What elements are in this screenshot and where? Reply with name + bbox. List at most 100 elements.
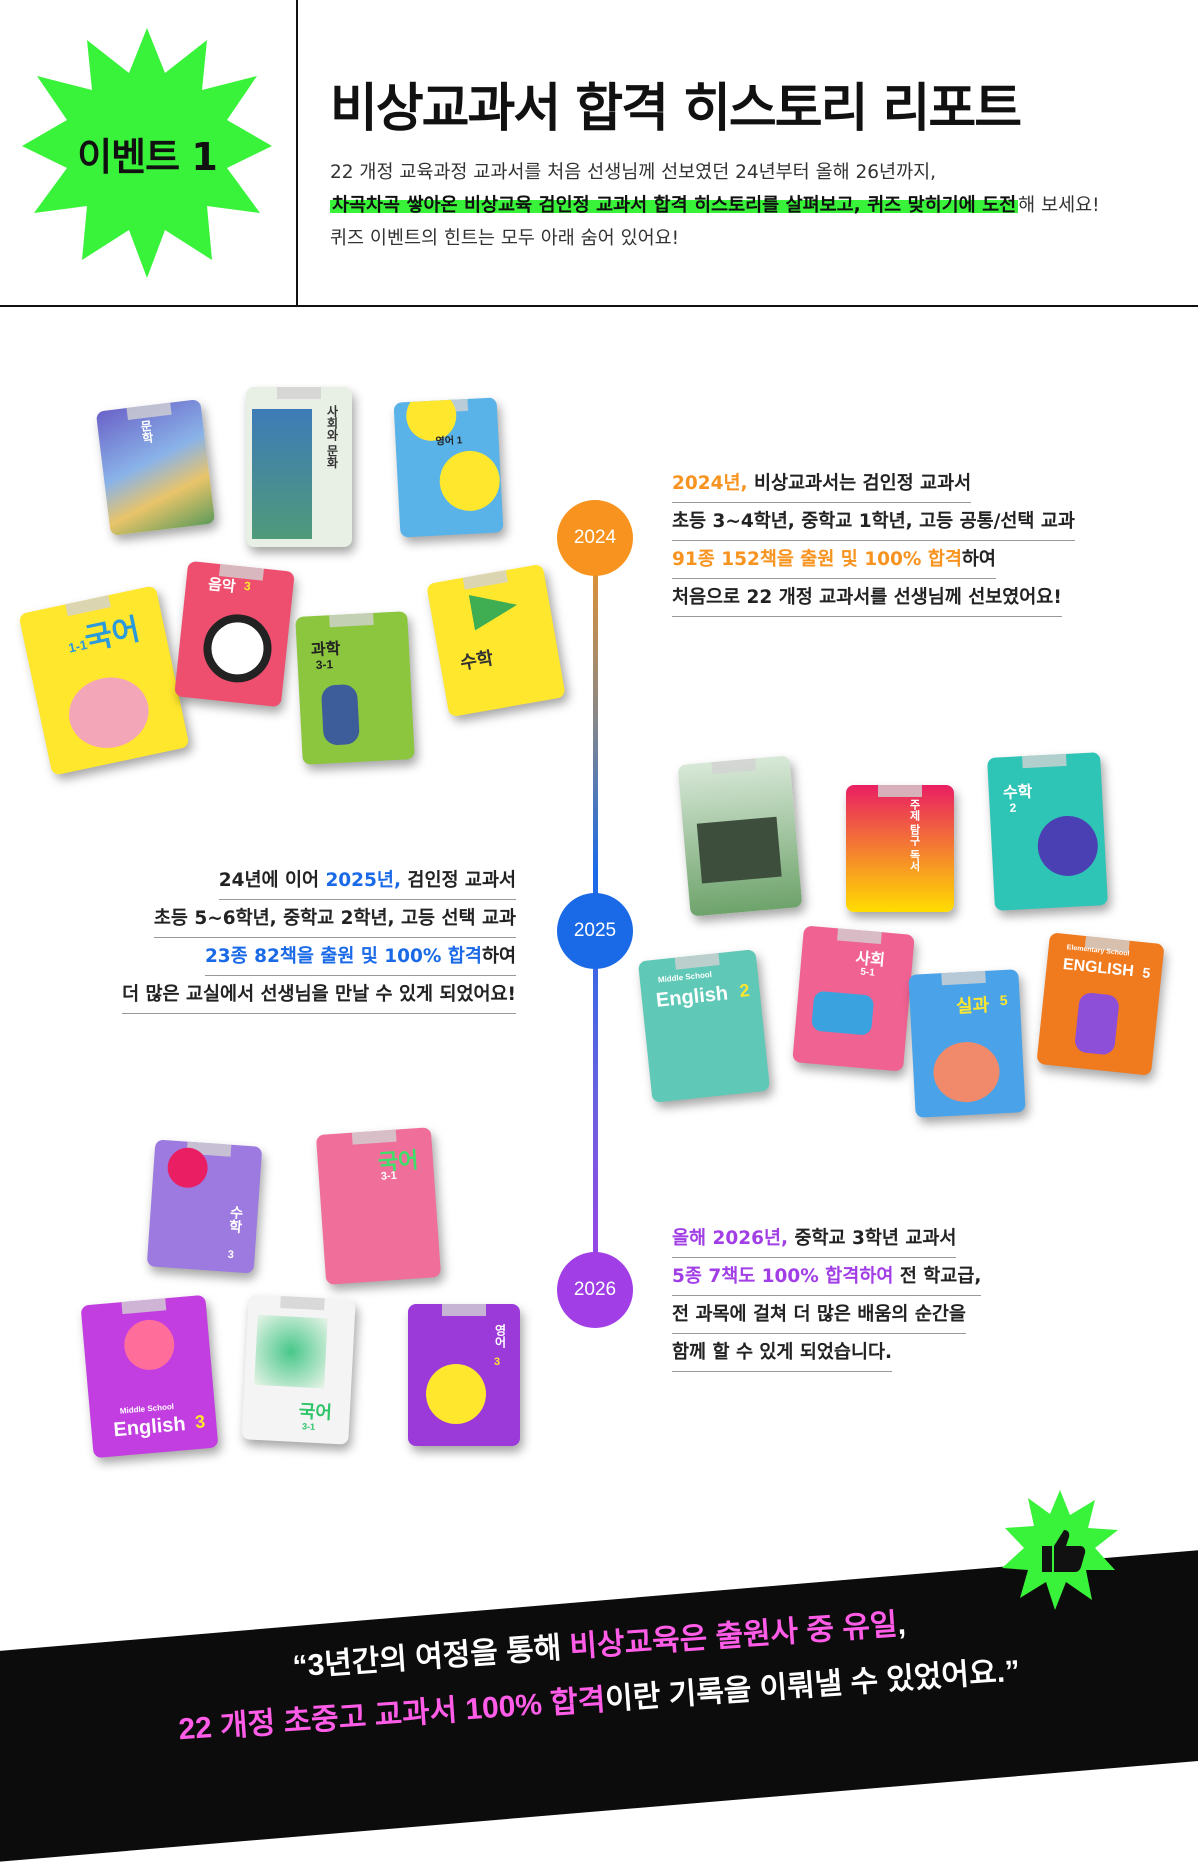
text-2025-l1a: 24년에 이어 [218, 870, 326, 891]
book-deco [1073, 991, 1120, 1056]
book-munhak: 문학 [95, 399, 216, 536]
book-deco [1036, 814, 1100, 878]
book-series-ms2: Middle School [657, 969, 713, 985]
book-dokseo-2: 주제 탐구 독서 [846, 785, 954, 912]
book-title-eumak: 음악 [207, 576, 237, 596]
book-title-gukeo11: 국어 [81, 612, 143, 657]
book-gwahak-3-1: 과학 3-1 [295, 611, 415, 765]
year-node-2025: 2025 [557, 893, 633, 969]
book-gukeo-1-1: 국어 1-1 [18, 585, 190, 776]
book-deco [426, 1364, 486, 1424]
book-title-sahoe: 사회와 문화 [325, 405, 339, 469]
text-2025: 24년에 이어 2025년, 검인정 교과서 초등 5~6학년, 중학교 2학년… [70, 862, 516, 1014]
text-2025-line-4: 더 많은 교실에서 선생님을 만날 수 있게 되었어요! [122, 976, 516, 1014]
intro-line-2: 차곡차곡 쌓아온 비상교육 검인정 교과서 합격 히스토리를 살펴보고, 퀴즈 … [330, 189, 1100, 222]
book-title-suhak: 수학 [458, 647, 495, 674]
year-2026-label: 올해 2026년, [672, 1228, 789, 1249]
book-yeongeo-3: 영어 3 [408, 1304, 520, 1446]
text-2026: 올해 2026년, 중학교 3학년 교과서 5종 7책도 100% 합격하여 전… [672, 1220, 982, 1372]
intro-highlight: 차곡차곡 쌓아온 비상교육 검인정 교과서 합격 히스토리를 살펴보고, 퀴즈 … [330, 195, 1019, 216]
book-deco [438, 449, 502, 513]
book-number-gukeo31b: 3-1 [301, 1421, 316, 1432]
text-2024-line-1: 2024년, 비상교과서는 검인정 교과서 [672, 465, 972, 503]
book-sahoe-munhwa: 사회와 문화 [246, 387, 352, 547]
text-2024-line-3: 91종 152책을 출원 및 100% 합격하여 [672, 541, 996, 579]
book-deco [931, 1040, 1002, 1104]
book-sahoe-5-1: 사회 5-1 [792, 925, 915, 1072]
book-suhak-3: 수학 3 [146, 1139, 263, 1274]
book-deco [320, 683, 360, 746]
book-subtitle-gukeo11: 1-1 [66, 636, 89, 656]
intro-line-1: 22 개정 교육과정 교과서를 처음 선생님께 선보였던 24년부터 올해 26… [330, 162, 936, 183]
quote-1c: , [896, 1607, 907, 1642]
book-number-english3: 3 [194, 1411, 207, 1433]
book-number-suhak3: 3 [227, 1248, 235, 1262]
book-suhak-3-1: 수학 [426, 563, 566, 718]
book-title-suhak2: 수학 [1002, 783, 1033, 803]
text-2025-highlight: 23종 82책을 출원 및 100% 합격 [204, 946, 482, 967]
book-title-english5: ENGLISH [1062, 955, 1135, 981]
book-deco [122, 1317, 177, 1372]
book-english-2: Middle School English 2 [637, 949, 771, 1103]
book-deco [696, 816, 782, 884]
text-2026-l1b: 중학교 3학년 교과서 [788, 1228, 957, 1249]
text-2026-line-3: 전 과목에 걸쳐 더 많은 배움의 순간을 [672, 1296, 966, 1334]
book-deco [811, 990, 875, 1036]
book-deco [62, 670, 156, 756]
text-2026-highlight: 5종 7책도 100% 합격하여 [672, 1266, 894, 1287]
book-gukeo-3-1-b: 국어 3-1 [241, 1294, 356, 1445]
book-silgwa-5: 실과 5 [908, 969, 1026, 1118]
book-number-eumak: 3 [243, 578, 252, 594]
book-suhak-2: 수학 2 [987, 752, 1108, 911]
text-2025-l1c: 검인정 교과서 [400, 870, 516, 891]
book-english-5: Elementary School ENGLISH 5 [1036, 932, 1165, 1076]
book-number-sahoe51: 5-1 [859, 966, 876, 979]
thumbs-up-icon [1002, 1490, 1118, 1610]
text-2024-l1b: 비상교과서는 검인정 교과서 [747, 473, 972, 494]
book-number-suhak2: 2 [1009, 800, 1017, 815]
book-dokseo-1 [677, 755, 803, 917]
text-2026-l2b: 전 학교급, [893, 1266, 982, 1287]
intro-line-3: 퀴즈 이벤트의 힌트는 모두 아래 숨어 있어요! [330, 228, 680, 249]
book-title-suhak3: 수학 [227, 1204, 246, 1234]
book-title-silgwa: 실과 [955, 994, 990, 1017]
book-title-gwahak: 과학 [310, 640, 341, 660]
header-divider [296, 0, 298, 305]
year-node-2026: 2026 [557, 1252, 633, 1328]
book-number-english5: 5 [1141, 964, 1152, 981]
book-number-gwahak: 3-1 [315, 657, 334, 673]
text-2025-line-1: 24년에 이어 2025년, 검인정 교과서 [218, 862, 516, 900]
book-number-yeongeo3: 3 [494, 1356, 501, 1368]
book-number-silgwa: 5 [999, 991, 1008, 1009]
book-yeongeo-1: 영어 1 [393, 397, 504, 538]
book-title-munhak: 문학 [138, 419, 155, 445]
page-title: 비상교과서 합격 히스토리 리포트 [330, 79, 1022, 139]
intro-line-2-rest: 해 보세요! [1018, 195, 1100, 216]
book-gukeo-3-1-a: 국어 3-1 [315, 1127, 442, 1285]
year-2024-label: 2024년, [672, 473, 748, 494]
text-2025-line-3: 23종 82책을 출원 및 100% 합격하여 [204, 938, 516, 976]
book-title-yeongeo1: 영어 1 [435, 435, 463, 448]
text-2025-line-2: 초등 5~6학년, 중학교 2학년, 고등 선택 교과 [153, 900, 516, 938]
book-illustration [252, 409, 312, 539]
book-title-yeongeo3: 영어 [493, 1324, 507, 1348]
book-title-dokseo: 주제 탐구 독서 [908, 799, 920, 872]
text-2024-line-4: 처음으로 22 개정 교과서를 선생님께 선보였어요! [672, 579, 1062, 617]
starburst-badge [22, 28, 272, 278]
text-2024-highlight: 91종 152책을 출원 및 100% 합격 [672, 549, 962, 570]
year-node-2024: 2024 [557, 500, 633, 576]
book-number-gukeo31a: 3-1 [380, 1169, 398, 1183]
text-2026-line-4: 함께 할 수 있게 되었습니다. [672, 1334, 893, 1372]
intro-text: 22 개정 교육과정 교과서를 처음 선생님께 선보였던 24년부터 올해 26… [330, 156, 1100, 255]
text-2024: 2024년, 비상교과서는 검인정 교과서 초등 3~4학년, 중학교 1학년,… [672, 465, 1075, 617]
book-number-english2: 2 [738, 980, 751, 1002]
text-2025-l3b: 하여 [481, 946, 516, 967]
year-2025-label: 2025년, [325, 870, 401, 891]
book-title-english3: English [112, 1413, 187, 1442]
book-eumak-3: 음악 3 [174, 560, 295, 708]
text-2024-l3b: 하여 [961, 549, 996, 570]
event-badge-label: 이벤트 1 [77, 134, 218, 179]
book-deco [469, 587, 521, 630]
book-deco [166, 1146, 210, 1190]
text-2026-line-1: 올해 2026년, 중학교 3학년 교과서 [672, 1220, 957, 1258]
